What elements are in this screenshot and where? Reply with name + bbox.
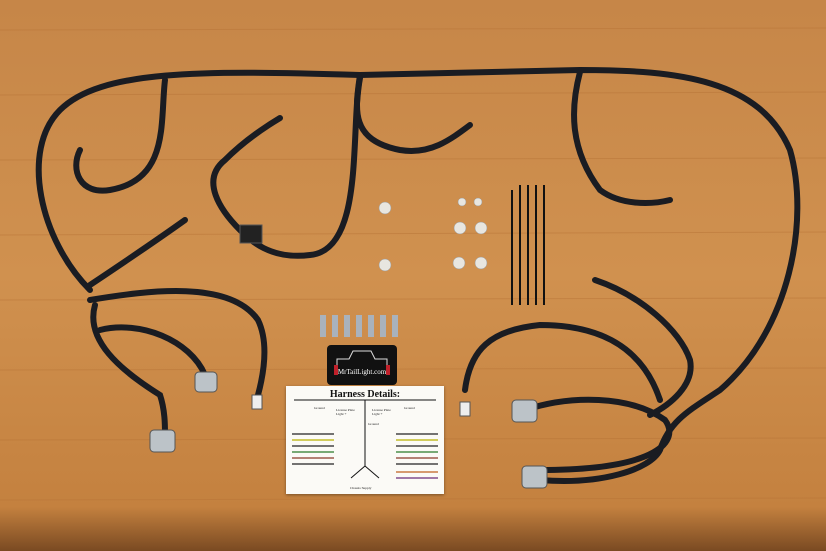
truck-outline-icon [334, 350, 390, 375]
black-connector [239, 224, 263, 244]
butt-connectors [320, 315, 398, 337]
license-right-label: License Plate Light + [372, 408, 391, 416]
wiring-harness [35, 66, 801, 484]
connectors [149, 224, 548, 489]
license-left-label: License Plate Light + [336, 408, 355, 416]
ground-left-label: Ground [314, 406, 325, 410]
plug-connector [251, 394, 263, 410]
logo-text: MrTailLight.com [337, 368, 387, 376]
harness-details-card: Harness Details: Ground Ground Ground Li… [286, 386, 444, 494]
bulbs [378, 197, 488, 272]
card-title: Harness Details: [329, 389, 401, 400]
socket-connector [521, 465, 548, 489]
chassis-supply-label: Chassis Supply [350, 486, 372, 490]
brand-logo: MrTailLight.com [327, 345, 397, 385]
socket-connector [511, 399, 538, 423]
socket-connector [149, 429, 176, 453]
ground-center-label: Ground [368, 422, 379, 426]
socket-connector [194, 371, 218, 393]
zip-ties [511, 185, 545, 305]
ground-right-label: Ground [404, 406, 415, 410]
plug-connector [459, 401, 471, 417]
wood-grain [0, 27, 826, 501]
wiring-diagram [292, 399, 438, 479]
